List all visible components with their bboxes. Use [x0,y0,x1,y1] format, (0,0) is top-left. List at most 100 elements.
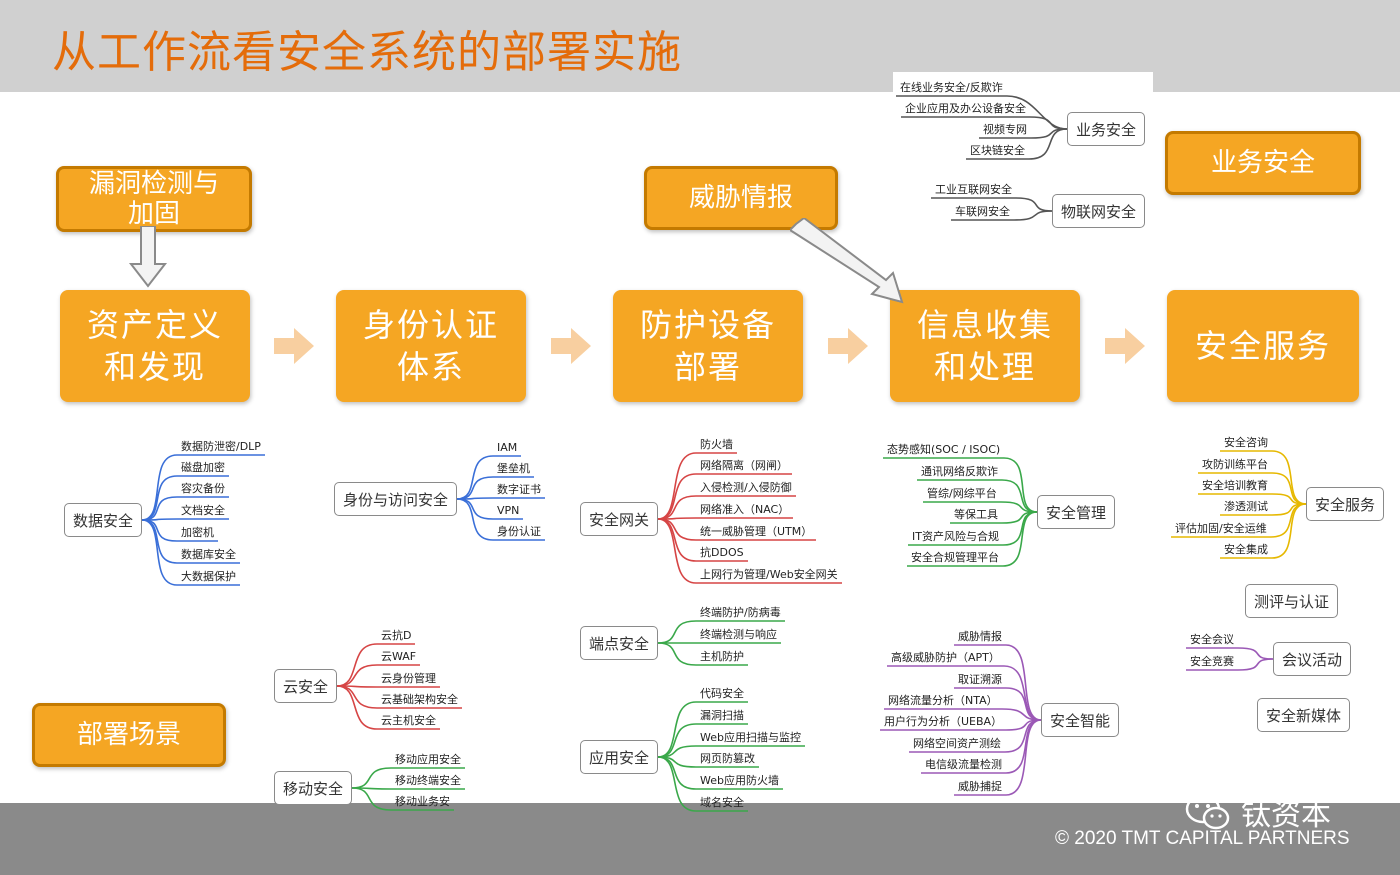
mindmap-leaf: 网络隔离（网闸） [700,459,788,472]
mindmap-leaf: 文档安全 [181,504,225,517]
mindmap-leaf: 通讯网络反欺诈 [921,465,998,478]
mindmap-leaf: 态势感知(SOC / ISOC) [887,443,1001,456]
mindmap-leaf: 数据库安全 [181,548,236,561]
mindmap-leaf: 数字证书 [497,483,541,496]
mindmap-leaf: 取证溯源 [958,673,1002,686]
stage-label: 资产定义和发现 [86,306,223,386]
flow-arrow-icon [274,328,314,364]
mindmap-leaf: 域名安全 [700,796,744,809]
mindmap-leaf: 终端检测与响应 [700,628,777,641]
mindmap-leaf: 等保工具 [954,508,998,521]
mindmap-leaf: 统一威胁管理（UTM） [700,525,813,538]
stage-info-processing: 信息收集和处理 [890,290,1080,402]
stage-security-service: 安全服务 [1167,290,1359,402]
copyright-text: © 2020 TMT CAPITAL PARTNERS [1055,828,1350,849]
flow-arrow-icon [1105,328,1145,364]
mindmap-leaf: 数据防泄密/DLP [181,440,261,453]
flow-arrow-icon [828,328,868,364]
stage-identity-auth: 身份认证体系 [336,290,526,402]
tag-vuln-detection: 漏洞检测与加固 [56,166,252,232]
iot-security-node: 物联网安全 [1052,194,1146,228]
mindmap-leaf: 在线业务安全/反欺诈 [900,81,1003,94]
mindmap-leaf: Web应用防火墙 [700,774,779,787]
mindmap-leaf: 移动终端安全 [395,774,461,787]
mindmap-leaf: 网页防篡改 [700,752,755,765]
mindmap-leaf: 云抗D [381,629,412,642]
footer-bar [0,803,1400,875]
mindmap-leaf: 防火墙 [700,438,733,451]
mindmap-leaf: 云基础架构安全 [381,693,458,706]
identity-access-node: 身份与访问安全 [334,482,458,516]
mindmap-leaf: 企业应用及办公设备安全 [905,102,1026,115]
mindmap-leaf: 安全培训教育 [1202,479,1268,492]
mindmap-leaf: 网络空间资产测绘 [913,737,1001,750]
stage-asset-discovery: 资产定义和发现 [60,290,250,402]
mindmap-leaf: VPN [497,504,520,517]
tag-deploy-scenario: 部署场景 [32,703,226,767]
mindmap-leaf: 用户行为分析（UEBA） [884,715,1003,728]
mindmap-leaf: 堡垒机 [497,462,530,475]
wechat-brand: 钛资本 [1185,790,1331,834]
mindmap-leaf: 威胁捕捉 [958,780,1002,793]
mindmap-leaf: 威胁情报 [958,630,1002,643]
mindmap-leaf: IAM [497,441,518,454]
tag-label: 部署场景 [76,720,181,750]
business-security-node: 业务安全 [1067,112,1146,146]
mindmap-leaf: 终端防护/防病毒 [700,606,781,619]
tag-label: 漏洞检测与加固 [88,169,219,229]
mindmap-leaf: Web应用扫描与监控 [700,731,801,744]
mindmap-leaf: 加密机 [181,526,214,539]
tag-label: 威胁情报 [688,183,793,213]
mindmap-leaf: 安全竞赛 [1190,655,1234,668]
mindmap-leaf: 移动应用安全 [395,753,461,766]
mindmap-leaf: 主机防护 [700,650,744,663]
stage-label: 防护设备部署 [639,306,776,386]
data-security-node: 数据安全 [64,503,143,537]
mobile-security-node: 移动安全 [274,771,353,805]
mindmap-leaf: 安全集成 [1224,543,1268,556]
mindmap-leaf: 安全咨询 [1224,436,1268,449]
new-media-node: 安全新媒体 [1257,698,1351,732]
endpoint-security-node: 端点安全 [580,626,659,660]
mindmap-leaf: 工业互联网安全 [935,183,1012,196]
mindmap-leaf: 车联网安全 [955,205,1010,218]
mindmap-leaf: 代码安全 [700,687,744,700]
mindmap-leaf: 云主机安全 [381,714,436,727]
mindmap-leaf: 安全会议 [1190,633,1234,646]
mindmap-leaf: 漏洞扫描 [700,709,744,722]
cloud-security-node: 云安全 [274,669,338,703]
title-bar [0,0,1400,92]
stage-label: 信息收集和处理 [916,306,1053,386]
security-intelligence-node: 安全智能 [1041,703,1120,737]
page-title: 从工作流看安全系统的部署实施 [52,27,682,78]
mindmap-leaf: 区块链安全 [970,144,1025,157]
mindmap-leaf: 云WAF [381,650,417,663]
mindmap-leaf: 入侵检测/入侵防御 [700,481,792,494]
mindmap-leaf: 身份认证 [497,525,541,538]
mindmap-leaf: 磁盘加密 [181,461,225,474]
security-gateway-node: 安全网关 [580,502,659,536]
wechat-icon [1185,794,1230,830]
stage-label: 身份认证体系 [362,306,499,386]
mindmap-leaf: 网络准入（NAC） [700,503,790,516]
mindmap-leaf: 高级威胁防护（APT） [891,651,1000,664]
mindmap-leaf: 渗透测试 [1224,500,1268,513]
mindmap-leaf: 网络流量分析（NTA） [888,694,998,707]
evaluation-node: 测评与认证 [1245,584,1339,618]
diagonal-arrow-icon [790,218,904,304]
mindmap-leaf: 评估加固/安全运维 [1175,522,1267,535]
mindmap-leaf: 管综/网综平台 [927,487,997,500]
mindmap-leaf: 大数据保护 [181,570,236,583]
mindmap-leaf: 容灾备份 [181,482,225,495]
mindmap-leaf: 移动业务安 [395,795,450,808]
flow-arrow-icon [551,328,591,364]
mindmap-leaf: 攻防训练平台 [1202,458,1268,471]
mindmap-leaf: 安全合规管理平台 [911,551,999,564]
mindmap-leaf: 视频专网 [983,123,1027,136]
tag-business-security: 业务安全 [1165,131,1361,195]
conference-node: 会议活动 [1273,642,1352,676]
stage-protection-deploy: 防护设备部署 [613,290,803,402]
mindmap-leaf: IT资产风险与合规 [912,530,999,543]
security-management-node: 安全管理 [1037,495,1116,529]
security-service-node: 安全服务 [1306,487,1385,521]
